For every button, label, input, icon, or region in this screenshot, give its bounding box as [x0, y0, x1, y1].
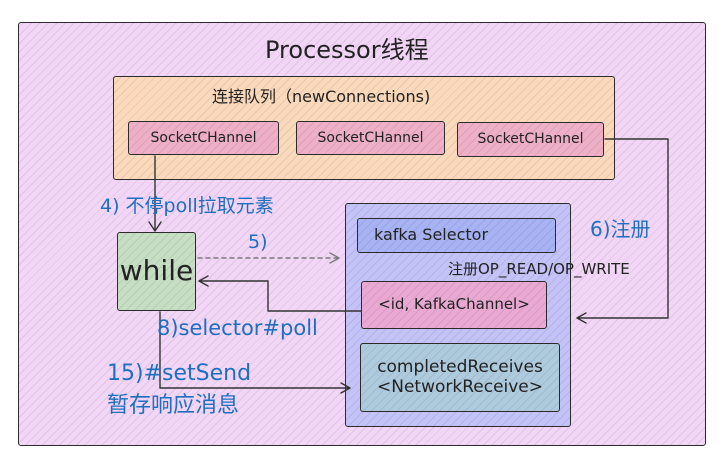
kafka-selector-box: kafka Selector: [357, 218, 556, 253]
while-loop-box: while: [117, 232, 196, 311]
step-15-label: 15)#setSend: [107, 361, 252, 386]
kafka-selector-label: kafka Selector: [374, 225, 489, 245]
step-4-label: 4) 不停poll拉取元素: [100, 195, 274, 217]
socket-channel-box: SocketCHannel: [296, 121, 445, 155]
socket-channel-label: SocketCHannel: [150, 129, 257, 146]
channels-map-label: <id, KafkaChannel>: [378, 295, 530, 314]
socket-channel-label: SocketCHannel: [317, 129, 424, 146]
step-6-label: 6)注册: [590, 217, 651, 241]
step-5-label: 5): [248, 231, 268, 253]
step-15-note: 暂存响应消息: [107, 393, 240, 418]
socket-channel-box: SocketCHannel: [128, 121, 279, 155]
completed-receives-label: completedReceives: [377, 356, 543, 377]
register-ops-note: 注册OP_READ/OP_WRITE: [448, 260, 630, 278]
completed-receives-type-label: <NetworkReceive>: [376, 376, 544, 397]
channels-map-box: <id, KafkaChannel>: [361, 281, 547, 329]
completed-receives-box: completedReceives <NetworkReceive>: [360, 343, 560, 412]
socket-channel-label: SocketCHannel: [477, 131, 584, 148]
socket-channel-box: SocketCHannel: [457, 122, 604, 157]
while-loop-label: while: [119, 254, 194, 288]
processor-title: Processor线程: [265, 36, 429, 64]
step-8-label: 8)selector#poll: [157, 316, 318, 340]
connection-queue-title: 连接队列（newConnections): [212, 87, 431, 106]
